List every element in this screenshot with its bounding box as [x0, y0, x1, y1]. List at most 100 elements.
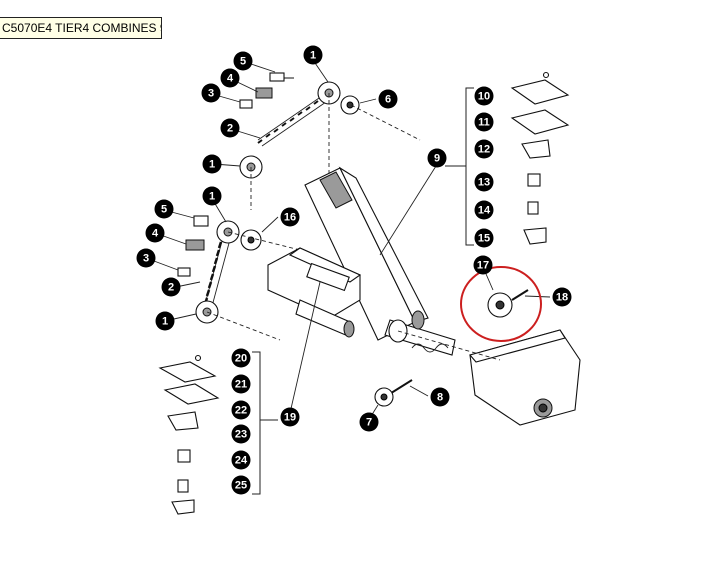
- callout-12[interactable]: 12: [474, 139, 494, 159]
- callout-number: 22: [235, 405, 247, 417]
- callout-badge: [430, 387, 450, 407]
- callout-badge: [474, 200, 494, 220]
- callout-badge: [474, 112, 494, 132]
- callout-number: 5: [161, 204, 167, 216]
- callout-number: 4: [227, 73, 234, 85]
- pin-5b: [193, 215, 209, 227]
- link-4b: [185, 239, 205, 251]
- callout-1[interactable]: 1: [155, 311, 175, 331]
- callout-badge: [359, 412, 379, 432]
- callout-20[interactable]: 20: [231, 348, 251, 368]
- callout-6[interactable]: 6: [378, 89, 398, 109]
- callout-badge: [145, 223, 165, 243]
- callout-number: 1: [162, 316, 168, 328]
- plate-10: [510, 79, 570, 105]
- callout-5[interactable]: 5: [233, 51, 253, 71]
- callout-18[interactable]: 18: [552, 287, 572, 307]
- callout-2[interactable]: 2: [220, 118, 240, 138]
- callout-10[interactable]: 10: [474, 86, 494, 106]
- callout-4[interactable]: 4: [220, 68, 240, 88]
- right-hardware-stack: [445, 71, 570, 246]
- bracket-22: [167, 411, 199, 431]
- callout-number: 11: [478, 117, 490, 129]
- callout-number: 2: [168, 282, 174, 294]
- link-plate-3a: [239, 99, 253, 109]
- callout-7[interactable]: 7: [359, 412, 379, 432]
- callout-number: 3: [143, 253, 149, 265]
- callout-badge: [231, 400, 251, 420]
- callout-number: 21: [235, 379, 247, 391]
- block-23: [177, 449, 191, 463]
- callout-badge: [231, 424, 251, 444]
- callout-5[interactable]: 5: [154, 199, 174, 219]
- callout-22[interactable]: 22: [231, 400, 251, 420]
- plate-11: [510, 109, 570, 135]
- callout-number: 5: [240, 56, 246, 68]
- callout-number: 25: [235, 480, 247, 492]
- callout-badge: [303, 45, 323, 65]
- callout-badge: [280, 407, 300, 427]
- callout-badge: [136, 248, 156, 268]
- callout-3[interactable]: 3: [136, 248, 156, 268]
- callout-23[interactable]: 23: [231, 424, 251, 444]
- callout-21[interactable]: 21: [231, 374, 251, 394]
- block-24: [177, 479, 189, 493]
- callout-11[interactable]: 11: [474, 112, 494, 132]
- chain-links-upper: [257, 100, 319, 144]
- callout-number: 24: [235, 455, 248, 467]
- callout-8[interactable]: 8: [430, 387, 450, 407]
- callout-24[interactable]: 24: [231, 450, 251, 470]
- callout-17[interactable]: 17: [473, 255, 493, 275]
- block-14: [527, 201, 539, 215]
- plate-20: [158, 361, 217, 383]
- callout-badge: [474, 172, 494, 192]
- callout-25[interactable]: 25: [231, 475, 251, 495]
- callout-badge: [474, 228, 494, 248]
- callout-badge: [202, 154, 222, 174]
- plate-21: [163, 383, 220, 405]
- callout-number: 1: [209, 191, 215, 203]
- callout-badge: [231, 475, 251, 495]
- callout-15[interactable]: 15: [474, 228, 494, 248]
- callout-badge: [427, 148, 447, 168]
- callout-number: 7: [366, 417, 372, 429]
- callout-9[interactable]: 9: [427, 148, 447, 168]
- part-17-gear: [487, 289, 529, 318]
- callout-badge: [154, 199, 174, 219]
- callout-number: 1: [310, 50, 316, 62]
- callout-number: 15: [478, 233, 490, 245]
- callout-1[interactable]: 1: [303, 45, 323, 65]
- callout-badge: [552, 287, 572, 307]
- callout-badge: [474, 86, 494, 106]
- callout-2[interactable]: 2: [161, 277, 181, 297]
- bracket-25: [171, 499, 195, 515]
- callout-14[interactable]: 14: [474, 200, 494, 220]
- callout-badge: [202, 186, 222, 206]
- callout-badge: [231, 450, 251, 470]
- callout-number: 20: [235, 353, 247, 365]
- callout-number: 23: [235, 429, 247, 441]
- callout-number: 3: [208, 88, 214, 100]
- callout-number: 9: [434, 153, 440, 165]
- upper-drive-assembly: [239, 72, 421, 210]
- callout-1[interactable]: 1: [202, 186, 222, 206]
- left-hardware-stack: [158, 351, 278, 515]
- callout-1[interactable]: 1: [202, 154, 222, 174]
- callout-number: 14: [478, 205, 491, 217]
- callout-16[interactable]: 16: [280, 207, 300, 227]
- callout-3[interactable]: 3: [201, 83, 221, 103]
- callout-badge: [220, 68, 240, 88]
- elevator-housing: [267, 166, 581, 426]
- bracket-15: [523, 227, 547, 245]
- callout-4[interactable]: 4: [145, 223, 165, 243]
- callout-badge: [231, 374, 251, 394]
- callout-number: 10: [478, 91, 490, 103]
- callout-badge: [231, 348, 251, 368]
- callout-layer: 1111223344556789101112131415161718192021…: [136, 45, 572, 495]
- callout-19[interactable]: 19: [280, 407, 300, 427]
- callout-13[interactable]: 13: [474, 172, 494, 192]
- callout-badge: [155, 311, 175, 331]
- link-4a: [255, 87, 273, 99]
- callout-number: 18: [556, 292, 568, 304]
- callout-badge: [161, 277, 181, 297]
